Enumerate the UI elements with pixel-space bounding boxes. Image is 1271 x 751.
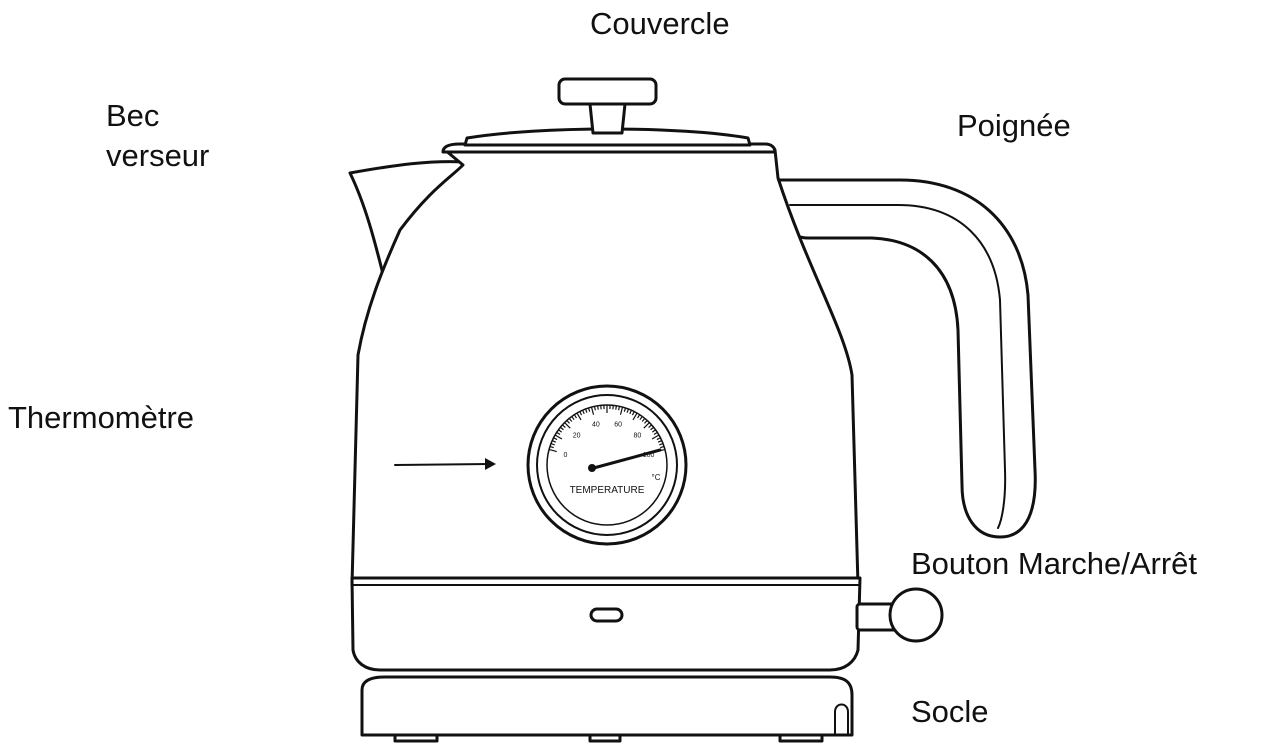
dial-tick <box>626 408 630 413</box>
dial-tick <box>587 407 591 412</box>
dial-title: TEMPERATURE <box>570 485 645 496</box>
dial-scale-label: 80 <box>634 433 642 440</box>
dial-tick <box>656 437 661 441</box>
dial-tick <box>653 431 658 436</box>
base-foot <box>588 733 622 743</box>
dial-tick <box>597 405 599 410</box>
lid-knob <box>557 77 658 106</box>
base-foot <box>778 733 824 743</box>
dial-tick <box>551 440 557 443</box>
label-spout-line2: verseur <box>106 138 210 174</box>
dial-tick <box>582 409 585 415</box>
dial-tick <box>584 408 588 413</box>
dial-tick <box>619 406 624 415</box>
label-thermometer: Thermomètre <box>8 400 195 435</box>
dial-tick <box>579 411 583 416</box>
dial-tick <box>553 437 558 441</box>
dial-tick <box>564 422 571 429</box>
dial-tick <box>558 429 563 433</box>
dial-tick <box>659 442 664 446</box>
dial-tick <box>643 422 650 429</box>
dial-tick <box>559 426 564 431</box>
dial-scale-label: 20 <box>573 433 581 440</box>
dial-tick <box>573 414 578 419</box>
dial-tick <box>629 409 632 415</box>
dial-tick <box>636 414 641 419</box>
dial-tick <box>549 445 554 449</box>
dial-tick <box>556 431 561 436</box>
dial-tick <box>576 412 582 421</box>
dial-unit: °C <box>652 473 661 482</box>
handle-inner-line <box>789 204 1007 529</box>
dial-scale-label: 0 <box>564 452 568 459</box>
dial-tick <box>554 434 563 440</box>
dial-tick <box>651 429 656 433</box>
label-power-button: Bouton Marche/Arrêt <box>911 546 1198 581</box>
dial-pivot <box>588 464 596 472</box>
dial-tick <box>657 440 663 443</box>
dial-tick <box>639 416 643 421</box>
dial-tick <box>632 412 638 421</box>
dial-tick <box>550 442 555 446</box>
thermometer-dial: 0 20 40 60 80 100 TEMPERATURE °C <box>526 384 688 546</box>
arrowhead-icon <box>485 458 496 470</box>
dial-tick <box>641 417 646 422</box>
dial-tick <box>644 420 648 424</box>
dial-tick <box>631 411 635 416</box>
kettle-lower-band <box>350 576 862 672</box>
base-foot <box>393 733 439 743</box>
dial-scale-label: 100 <box>643 452 655 459</box>
dial-scale-label: 40 <box>592 421 600 428</box>
dial-tick <box>648 424 652 428</box>
dial-tick <box>571 416 575 421</box>
dial-tick <box>593 406 596 411</box>
dial-tick <box>548 448 557 453</box>
dial-tick <box>590 406 595 415</box>
dial-tick <box>651 434 660 440</box>
dial-tick <box>568 417 573 422</box>
dial-tick <box>660 445 665 449</box>
thermometer-arrow <box>394 463 491 466</box>
base-cable-notch <box>834 703 849 736</box>
dial-scale-label: 60 <box>614 421 622 428</box>
dial-tick <box>615 405 617 410</box>
power-button-knob <box>888 587 944 643</box>
indicator-light <box>589 607 624 623</box>
dial-tick <box>562 424 566 428</box>
dial-tick <box>566 420 570 424</box>
dial-tick <box>650 426 655 431</box>
kettle-handle <box>773 178 1037 539</box>
dial-tick <box>618 406 621 411</box>
kettle-base <box>360 675 854 737</box>
label-base: Socle <box>911 694 989 729</box>
kettle-body <box>350 148 860 587</box>
lid-knob-stem <box>588 102 627 135</box>
label-handle: Poignée <box>957 108 1071 143</box>
dial-tick <box>623 407 627 412</box>
label-spout-line1: Bec <box>106 98 160 133</box>
dial-needle <box>588 448 662 471</box>
label-lid: Couvercle <box>590 6 730 41</box>
label-spout: Bec verseur <box>106 96 209 177</box>
